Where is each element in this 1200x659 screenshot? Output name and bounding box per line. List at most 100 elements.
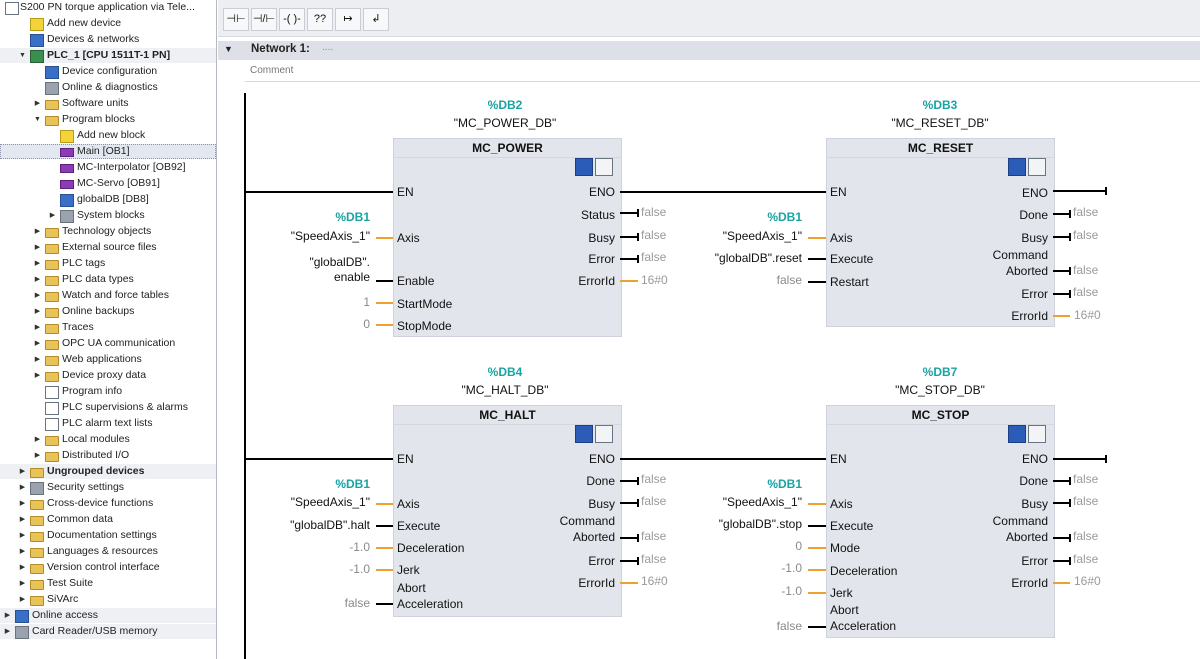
open-branch-icon[interactable]: ↦ <box>335 8 361 31</box>
axis-operand[interactable]: "SpeedAxis_1" <box>722 495 802 509</box>
coil-icon[interactable]: -( )- <box>279 8 305 31</box>
instance-db-name[interactable]: "MC_STOP_DB" <box>895 383 985 397</box>
tree-item-plc-alarm-text-lists[interactable]: PLC alarm text lists <box>0 416 216 431</box>
instance-db-name[interactable]: "MC_RESET_DB" <box>891 116 989 130</box>
jerk-value[interactable]: -1.0 <box>781 584 802 598</box>
tree-item-program-info[interactable]: Program info <box>0 384 216 399</box>
expand-arrow-icon[interactable]: ▶ <box>19 468 26 475</box>
tree-item-technology-objects[interactable]: ▶ Technology objects <box>34 225 152 238</box>
download-icon[interactable] <box>575 425 593 443</box>
collapse-arrow-icon[interactable]: ▼ <box>19 52 26 59</box>
tree-item-online-backups[interactable]: ▶ Online backups <box>34 305 135 318</box>
tree-item-web-applications[interactable]: ▶ Web applications <box>34 353 142 366</box>
tree-item-card-reader[interactable]: ▶ Card Reader/USB memory <box>0 624 216 639</box>
axis-operand[interactable]: "SpeedAxis_1" <box>290 229 370 243</box>
axis-operand[interactable]: "SpeedAxis_1" <box>722 229 802 243</box>
expand-arrow-icon[interactable]: ▶ <box>34 452 41 459</box>
stethoscope-icon[interactable] <box>595 425 613 443</box>
nc-contact-icon[interactable]: ⊣/⊢ <box>251 8 277 31</box>
expand-arrow-icon[interactable]: ▶ <box>19 564 26 571</box>
tree-item-mc-servo[interactable]: MC-Servo [OB91] <box>0 176 216 191</box>
tree-item-local-modules[interactable]: ▶ Local modules <box>34 433 130 446</box>
expand-arrow-icon[interactable]: ▶ <box>34 260 41 267</box>
restart-value[interactable]: false <box>776 273 802 287</box>
tree-item-online-diagnostics[interactable]: Online & diagnostics <box>0 80 216 95</box>
expand-arrow-icon[interactable]: ▶ <box>34 276 41 283</box>
tree-item-device-proxy-data[interactable]: ▶ Device proxy data <box>34 369 147 382</box>
tree-item-add-new-block[interactable]: Add new block <box>0 128 216 143</box>
tree-item-common-data[interactable]: ▶ Common data <box>19 513 113 526</box>
axis-db-number[interactable]: %DB1 <box>335 477 370 491</box>
expand-arrow-icon[interactable]: ▶ <box>19 484 26 491</box>
tree-item-version-control[interactable]: ▶ Version control interface <box>19 561 160 574</box>
tree-item-languages-resources[interactable]: ▶ Languages & resources <box>19 545 158 558</box>
mc-halt-block[interactable]: MC_HALT <box>393 405 622 617</box>
stethoscope-icon[interactable] <box>1028 158 1046 176</box>
expand-arrow-icon[interactable]: ▶ <box>19 500 26 507</box>
axis-db-number[interactable]: %DB1 <box>335 210 370 224</box>
tree-item-plc1[interactable]: ▼ PLC_1 [CPU 1511T-1 PN] <box>0 48 216 63</box>
axis-db-number[interactable]: %DB1 <box>767 210 802 224</box>
expand-arrow-icon[interactable]: ▶ <box>19 580 26 587</box>
execute-operand[interactable]: "globalDB".reset <box>714 251 802 265</box>
expand-arrow-icon[interactable]: ▶ <box>34 324 41 331</box>
expand-arrow-icon[interactable]: ▶ <box>19 516 26 523</box>
tree-item-distributed-io[interactable]: ▶ Distributed I/O <box>34 449 130 462</box>
stethoscope-icon[interactable] <box>595 158 613 176</box>
expand-arrow-icon[interactable]: ▶ <box>19 532 26 539</box>
close-branch-icon[interactable]: ↲ <box>363 8 389 31</box>
expand-arrow-icon[interactable]: ▶ <box>34 292 41 299</box>
expand-arrow-icon[interactable]: ▶ <box>4 628 11 635</box>
tree-item-plc-data-types[interactable]: ▶ PLC data types <box>34 273 134 286</box>
tree-item-add-new-device[interactable]: Add new device <box>0 16 216 31</box>
expand-arrow-icon[interactable]: ▶ <box>34 436 41 443</box>
mode-value[interactable]: 0 <box>795 539 802 553</box>
expand-arrow-icon[interactable]: ▶ <box>34 244 41 251</box>
expand-arrow-icon[interactable]: ▶ <box>34 356 41 363</box>
download-icon[interactable] <box>575 158 593 176</box>
tree-item-cross-device-functions[interactable]: ▶ Cross-device functions <box>19 497 154 510</box>
stopmode-value[interactable]: 0 <box>363 317 370 331</box>
download-icon[interactable] <box>1008 425 1026 443</box>
expand-arrow-icon[interactable]: ▶ <box>34 308 41 315</box>
empty-box-icon[interactable]: ?? <box>307 8 333 31</box>
jerk-value[interactable]: -1.0 <box>349 562 370 576</box>
expand-arrow-icon[interactable]: ▶ <box>4 612 11 619</box>
tree-item-ungrouped-devices[interactable]: ▶ Ungrouped devices <box>0 464 216 479</box>
deceleration-value[interactable]: -1.0 <box>781 561 802 575</box>
mc-power-block[interactable]: MC_POWER <box>393 138 622 337</box>
expand-arrow-icon[interactable]: ▶ <box>34 100 41 107</box>
abort-acceleration-value[interactable]: false <box>776 619 802 633</box>
expand-arrow-icon[interactable]: ▶ <box>34 340 41 347</box>
expand-arrow-icon[interactable]: ▶ <box>19 596 26 603</box>
tree-item-watch-force-tables[interactable]: ▶ Watch and force tables <box>34 289 169 302</box>
collapse-arrow-icon[interactable]: ▼ <box>34 116 41 123</box>
instance-db-name[interactable]: "MC_POWER_DB" <box>453 116 557 130</box>
tree-item-software-units[interactable]: ▶ Software units <box>34 97 129 110</box>
tree-item-plc-tags[interactable]: ▶ PLC tags <box>34 257 106 270</box>
axis-operand[interactable]: "SpeedAxis_1" <box>290 495 370 509</box>
tree-item-security-settings[interactable]: ▶ Security settings <box>19 481 125 495</box>
download-icon[interactable] <box>1008 158 1026 176</box>
instance-db-name[interactable]: "MC_HALT_DB" <box>461 383 549 397</box>
db-number[interactable]: %DB3 <box>922 98 958 112</box>
tree-item-opc-ua[interactable]: ▶ OPC UA communication <box>34 337 176 350</box>
collapse-arrow-icon[interactable]: ▼ <box>224 44 233 54</box>
network-title-placeholder[interactable]: .... <box>322 42 334 53</box>
tree-item-plc-supervisions[interactable]: PLC supervisions & alarms <box>0 400 216 415</box>
tree-item-online-access[interactable]: ▶ Online access <box>0 608 216 623</box>
expand-arrow-icon[interactable]: ▶ <box>19 548 26 555</box>
db-number[interactable]: %DB4 <box>487 365 523 379</box>
tree-item-mc-interpolator[interactable]: MC-Interpolator [OB92] <box>0 160 216 175</box>
db-number[interactable]: %DB7 <box>922 365 958 379</box>
execute-operand[interactable]: "globalDB".stop <box>718 517 802 531</box>
deceleration-value[interactable]: -1.0 <box>349 540 370 554</box>
expand-arrow-icon[interactable]: ▶ <box>34 228 41 235</box>
tree-item-sivarc[interactable]: ▶ SiVArc <box>19 593 79 606</box>
abort-acceleration-value[interactable]: false <box>344 596 370 610</box>
network-header[interactable]: ▼ Network 1: .... <box>218 41 1200 60</box>
stethoscope-icon[interactable] <box>1028 425 1046 443</box>
expand-arrow-icon[interactable]: ▶ <box>49 212 56 219</box>
no-contact-icon[interactable]: ⊣⊢ <box>223 8 249 31</box>
network-comment[interactable]: Comment <box>245 62 1200 82</box>
